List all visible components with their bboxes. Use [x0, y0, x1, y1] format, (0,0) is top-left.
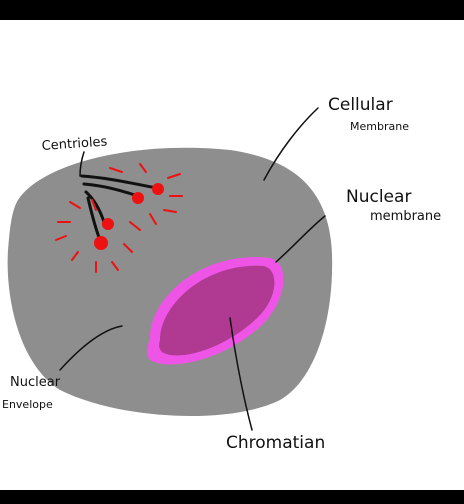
- leader-chromatin: [229, 317, 253, 431]
- leader-nuclear-envelope: [59, 325, 123, 371]
- leader-lines: [59, 107, 326, 431]
- cell-body: [7, 147, 333, 417]
- label-nuclear-membrane: membrane: [370, 209, 441, 224]
- label-centrioles: Centrioles: [41, 134, 108, 154]
- label-cellular-membrane: Membrane: [350, 120, 409, 133]
- label-nuclear-envelope-2: Envelope: [2, 398, 53, 411]
- label-cellular: Cellular: [328, 95, 393, 115]
- leader-nuclear-membrane: [275, 215, 326, 263]
- aster-lines: [55, 163, 183, 273]
- label-chromatin: Chromatian: [226, 433, 325, 453]
- leader-cellular-membrane: [263, 107, 319, 181]
- chromatin-mass: [159, 265, 275, 356]
- leader-centrioles: [79, 151, 85, 177]
- centriole-dots: [94, 183, 164, 250]
- label-nuclear-envelope-1: Nuclear: [10, 375, 61, 390]
- label-nuclear: Nuclear: [346, 187, 411, 207]
